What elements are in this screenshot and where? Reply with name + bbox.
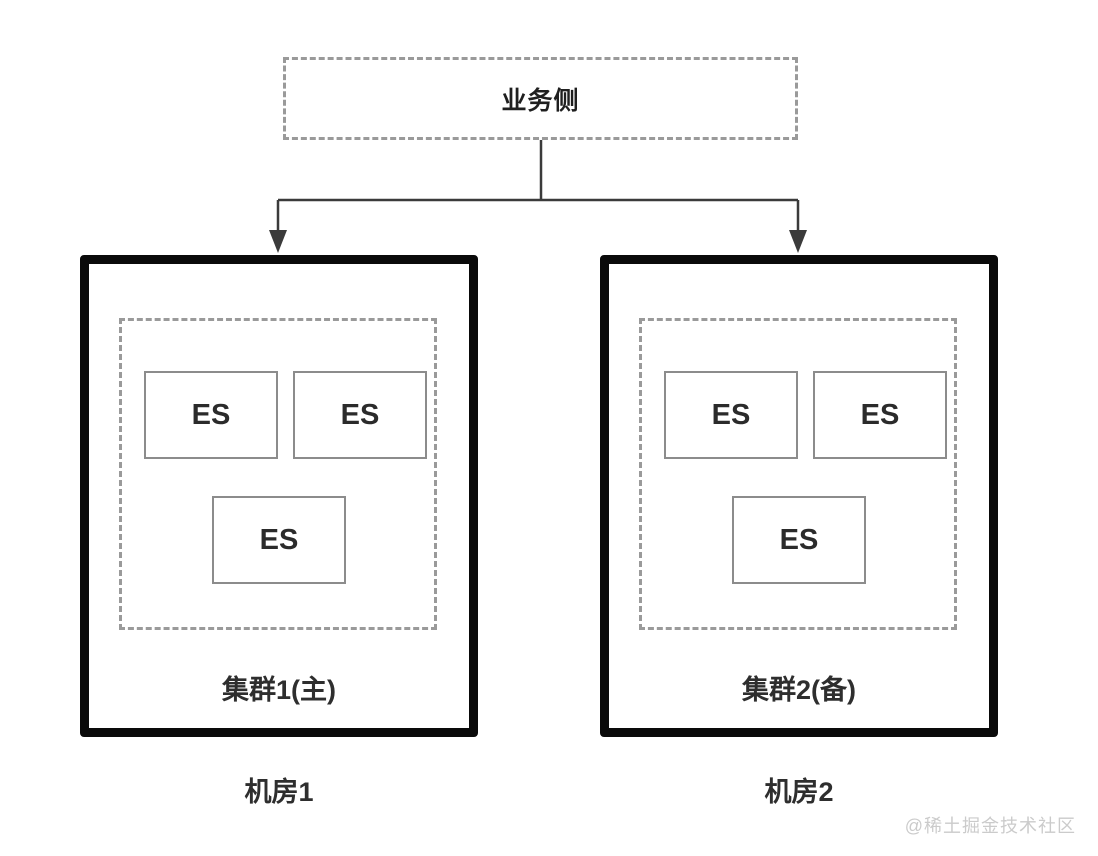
es-node: ES [813,371,947,459]
es-node: ES [212,496,346,584]
watermark: @稀土掘金技术社区 [904,816,1076,836]
es-node: ES [732,496,866,584]
room-2-label: 机房2 [764,777,834,807]
es-node: ES [293,371,427,459]
room-1-label: 机房1 [244,777,314,807]
es-node: ES [664,371,798,459]
es-node: ES [144,371,278,459]
business-side-label: 业务侧 [501,86,580,115]
arrowhead-right-icon [789,230,807,253]
arrowhead-left-icon [269,230,287,253]
cluster-1-label: 集群1(主) [222,675,336,705]
cluster-2-label: 集群2(备) [742,675,856,705]
business-side-box: 业务侧 [283,57,798,140]
